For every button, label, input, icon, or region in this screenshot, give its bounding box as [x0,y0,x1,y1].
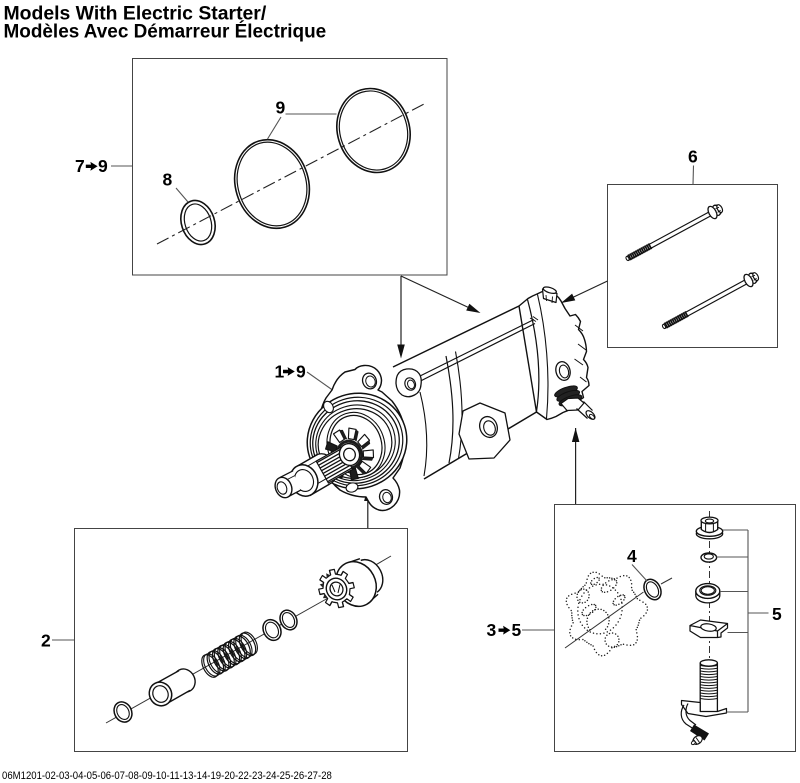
svg-text:9: 9 [276,98,286,118]
svg-text:3: 3 [487,620,497,640]
svg-text:Modèles Avec Démarreur Électri: Modèles Avec Démarreur Électrique [4,20,327,42]
svg-text:6: 6 [688,147,698,167]
svg-text:9: 9 [98,156,108,176]
svg-text:9: 9 [296,362,306,382]
svg-text:2: 2 [41,631,51,651]
svg-text:06M1201-02-03-04-05-06-07-08-0: 06M1201-02-03-04-05-06-07-08-09-10-11-13… [2,770,332,782]
svg-text:4: 4 [627,546,637,566]
svg-text:Models With Electric Starter/: Models With Electric Starter/ [4,2,267,24]
svg-text:1: 1 [275,362,285,382]
svg-text:5: 5 [512,620,522,640]
svg-text:8: 8 [163,170,173,190]
svg-text:7: 7 [75,156,85,176]
svg-text:5: 5 [772,604,782,624]
